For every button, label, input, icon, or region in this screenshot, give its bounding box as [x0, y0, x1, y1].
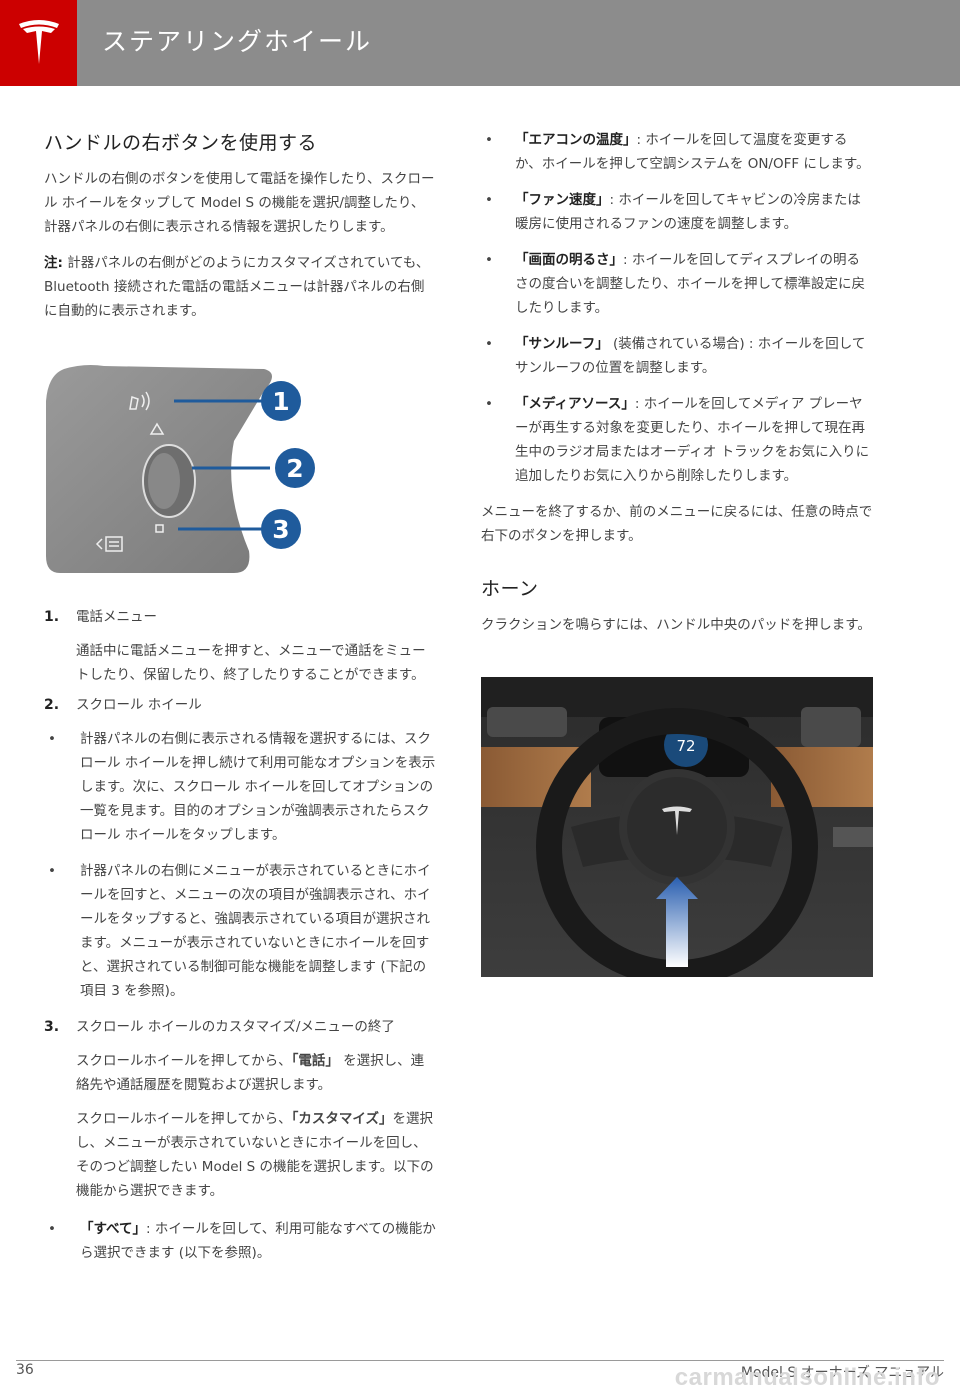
- item-description-phone: スクロールホイールを押してから、「電話」 を選択し、連絡先や通話履歴を閲覧および…: [76, 1053, 425, 1093]
- bullet-item-brightness: 「画面の明るさ」: ホイールを回してディスプレイの明るさの度合いを調整したり、ホ…: [481, 248, 873, 320]
- callout-2: 2: [275, 448, 315, 488]
- svg-text:3: 3: [272, 515, 289, 544]
- callout-3: 3: [261, 509, 301, 549]
- feature-bullets: 「エアコンの温度」: ホイールを回して温度を変更するか、ホイールを押して空調シス…: [481, 128, 873, 488]
- dash-speed-readout: 72: [676, 737, 695, 755]
- list-item-customize: 3. スクロール ホイールのカスタマイズ/メニューの終了 スクロールホイールを押…: [44, 1015, 436, 1265]
- item-label: スクロール ホイール: [76, 697, 202, 713]
- bullet-item: 計器パネルの右側に表示される情報を選択するには、スクロール ホイールを押し続けて…: [44, 727, 436, 847]
- horn-paragraph: クラクションを鳴らすには、ハンドル中央のパッドを押します。: [481, 617, 871, 633]
- phone-menu-icon: [129, 391, 150, 411]
- steering-wheel-photo: 72: [481, 677, 873, 986]
- svg-text:2: 2: [286, 454, 303, 483]
- item-number: 1.: [44, 609, 60, 625]
- tesla-logo: [0, 0, 77, 86]
- left-column: ハンドルの右ボタンを使用する ハンドルの右側のボタンを使用して電話を操作したり、…: [44, 128, 436, 1277]
- item-description: 通話中に電話メニューを押すと、メニューで通話をミュートしたり、保留したり、終了し…: [76, 643, 426, 683]
- intro-paragraph: ハンドルの右側のボタンを使用して電話を操作したり、スクロール ホイールをタップし…: [44, 171, 435, 235]
- right-column: 「エアコンの温度」: ホイールを回して温度を変更するか、ホイールを押して空調シス…: [481, 128, 873, 986]
- note-paragraph: 注: 計器パネルの右側がどのようにカスタマイズされていても、Bluetooth …: [44, 251, 436, 323]
- page-header: ステアリングホイール: [0, 0, 960, 86]
- callout-1: 1: [261, 381, 301, 421]
- page-title: ステアリングホイール: [102, 27, 373, 56]
- note-text: 計器パネルの右側がどのようにカスタマイズされていても、Bluetooth 接続さ…: [44, 255, 430, 319]
- item-label: スクロール ホイールのカスタマイズ/メニューの終了: [76, 1019, 395, 1035]
- bullet-item-climate-temp: 「エアコンの温度」: ホイールを回して温度を変更するか、ホイールを押して空調シス…: [481, 128, 873, 176]
- scroll-wheel-icon: [142, 444, 196, 518]
- watermark: carmanualsonline.info: [674, 1364, 940, 1391]
- down-square-icon: [155, 524, 164, 533]
- scroll-wheel-bullets: 計器パネルの右側に表示される情報を選択するには、スクロール ホイールを押し続けて…: [44, 727, 436, 1003]
- item-number: 3.: [44, 1019, 60, 1035]
- bullet-item: 「すべて」: ホイールを回して、利用可能なすべての機能から選択できます (以下を…: [44, 1217, 436, 1265]
- section-heading-horn: ホーン: [481, 578, 539, 600]
- menu-back-icon: [95, 536, 123, 552]
- list-item-scroll-wheel: 2. スクロール ホイール 計器パネルの右側に表示される情報を選択するには、スク…: [44, 693, 436, 1003]
- bullet-item-media-source: 「メディアソース」: ホイールを回してメディア プレーヤーが再生する対象を変更し…: [481, 392, 873, 488]
- section-heading-right-buttons: ハンドルの右ボタンを使用する: [44, 132, 318, 154]
- footer-divider: [16, 1360, 944, 1361]
- page-number: 36: [16, 1362, 34, 1378]
- bullet-item: 計器パネルの右側にメニューが表示されているときにホイールを回すと、メニューの次の…: [44, 859, 436, 1003]
- svg-text:1: 1: [272, 387, 289, 416]
- exit-menu-paragraph: メニューを終了するか、前のメニューに戻るには、任意の時点で右下のボタンを押します…: [481, 504, 873, 544]
- customize-bullets: 「すべて」: ホイールを回して、利用可能なすべての機能から選択できます (以下を…: [44, 1217, 436, 1265]
- footer-manual-title: Model S オーナーズ マニュアル: [740, 1365, 944, 1381]
- steering-buttons-diagram: 1 2 3: [46, 365, 315, 573]
- tesla-logo-icon: [18, 20, 59, 64]
- bullet-item-fan-speed: 「ファン速度」: ホイールを回してキャビンの冷房または暖房に使用されるファンの速…: [481, 188, 873, 236]
- item-label: 電話メニュー: [76, 609, 157, 625]
- bullet-item-sunroof: 「サンルーフ」 (装備されている場合) : ホイールを回してサンルーフの位置を調…: [481, 332, 873, 380]
- note-label: 注:: [44, 255, 63, 271]
- item-description-customize: スクロールホイールを押してから、「カスタマイズ」を選択し、メニューが表示されてい…: [76, 1111, 434, 1199]
- list-item-phone-menu: 1. 電話メニュー 通話中に電話メニューを押すと、メニューで通話をミュートしたり…: [44, 605, 436, 687]
- press-arrow-icon: [656, 877, 698, 967]
- up-arrow-icon: [149, 422, 165, 435]
- item-number: 2.: [44, 697, 60, 713]
